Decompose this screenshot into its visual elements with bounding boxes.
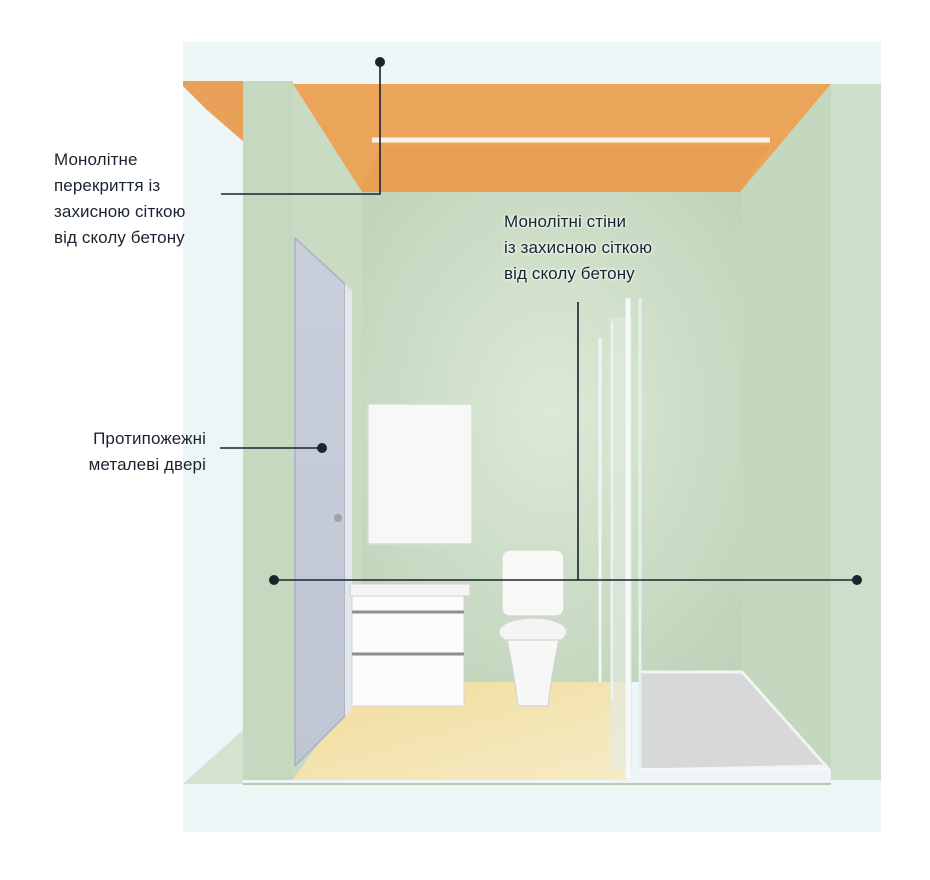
- front-pillar: [243, 81, 293, 784]
- vanity-cabinet: [351, 595, 465, 707]
- callout-label-door: Протипожежні металеві двері: [88, 429, 206, 474]
- callout-lines: [220, 62, 857, 581]
- callout-line-ceiling: [221, 62, 381, 195]
- callout-dots: [269, 57, 862, 585]
- bottom-band: [183, 780, 881, 832]
- callout-dot-door: [317, 443, 327, 453]
- callout-label-walls: Монолітні стіни із захисною сіткою від с…: [504, 212, 653, 283]
- callout-dot-ceiling: [375, 57, 385, 67]
- door-frame: [345, 284, 352, 716]
- ceiling-inner-edge: [362, 146, 770, 192]
- right-side-wall: [740, 84, 831, 770]
- mirror: [367, 403, 473, 545]
- toilet-base: [506, 639, 560, 707]
- callout-dot-wall-right: [852, 575, 862, 585]
- toilet-tank: [501, 549, 565, 617]
- fire-door: [294, 236, 346, 768]
- door-handle: [334, 514, 342, 522]
- callout-label-ceiling: Монолітне перекриття із захисною сіткою …: [54, 150, 186, 247]
- bottom-left-ledge: [183, 730, 243, 784]
- vanity-top: [349, 583, 471, 597]
- ceiling-slab-left: [183, 81, 244, 142]
- right-wall: [831, 84, 881, 832]
- callout-dot-wall-left: [269, 575, 279, 585]
